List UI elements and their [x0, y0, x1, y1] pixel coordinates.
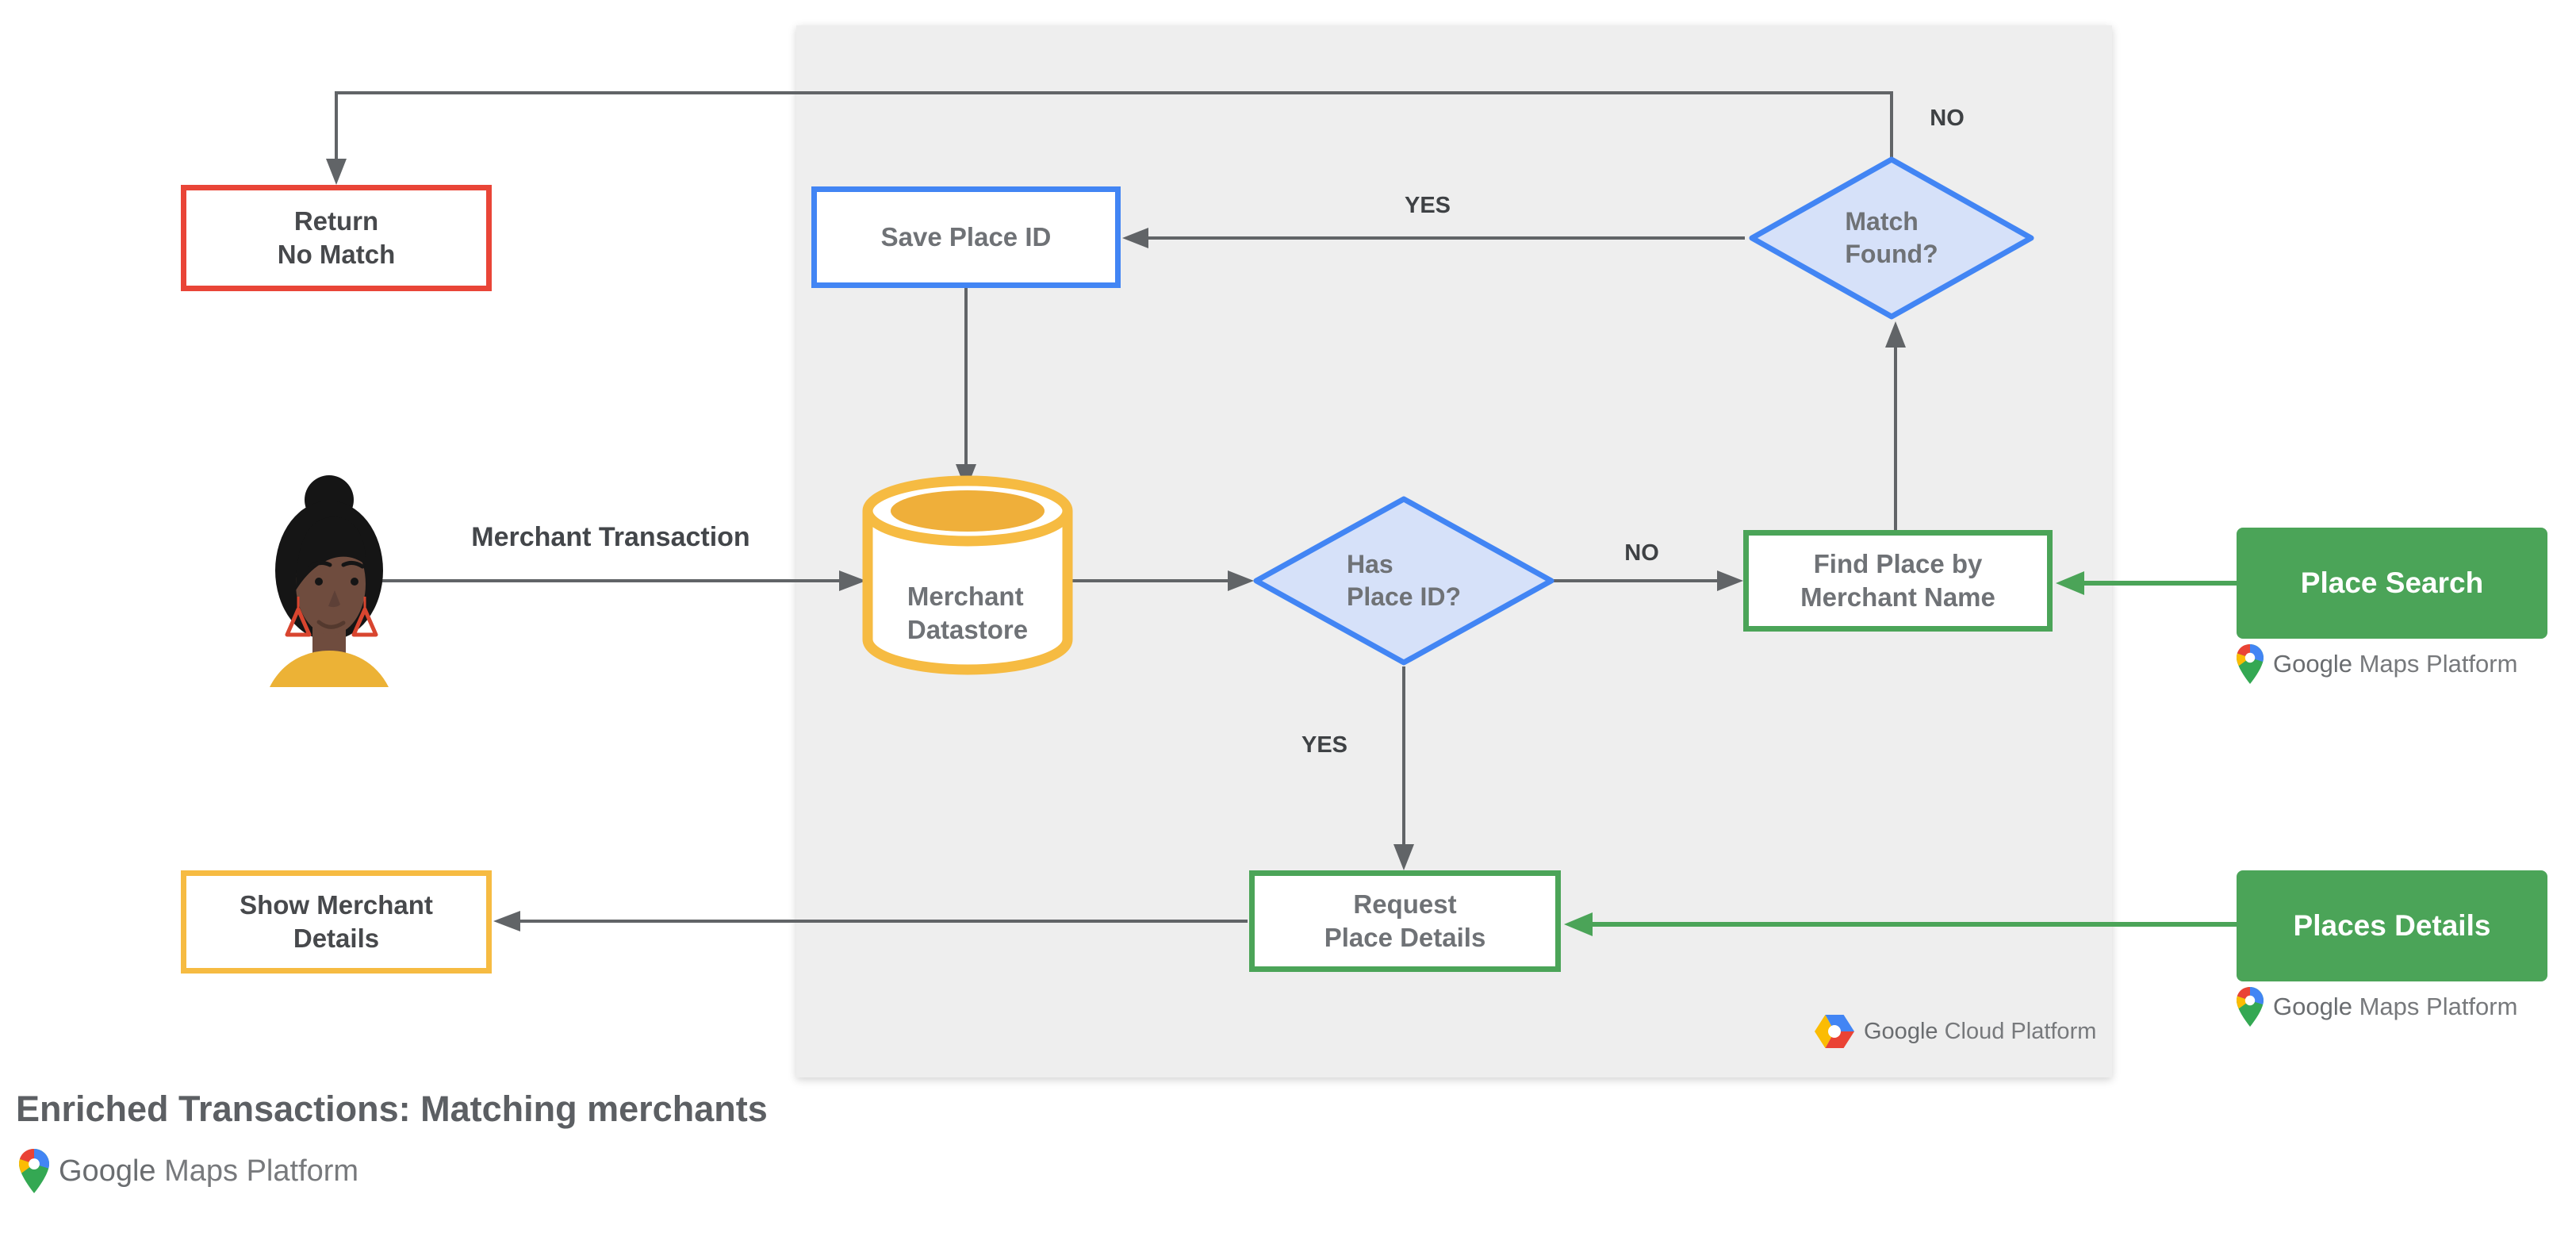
node-merchant-datastore: Merchant Datastore — [861, 474, 1075, 686]
maps-platform-logo-places-details: Google Maps Platform — [2237, 987, 2517, 1027]
node-find-place-by-merchant-name: Find Place by Merchant Name — [1743, 530, 2053, 632]
node-return-no-match: Return No Match — [181, 185, 492, 291]
place-search-label: Place Search — [2300, 566, 2484, 600]
database-cylinder-icon — [862, 475, 1073, 675]
edge-findplace-to-matchfound — [1885, 321, 1906, 530]
node-return-no-match-label: Return No Match — [277, 205, 396, 269]
maps-platform-wordmark: Google Maps Platform — [59, 1154, 359, 1188]
edge-merchant-transaction — [361, 570, 866, 591]
cloud-platform-wordmark: Google Cloud Platform — [1864, 1018, 2097, 1044]
edge-label-match-found-no: NO — [1930, 106, 1965, 131]
edge-matchfound-yes-to-saveplaceid — [1122, 228, 1745, 248]
maps-platform-logo-place-search: Google Maps Platform — [2237, 644, 2517, 684]
edge-label-merchant-transaction: Merchant Transaction — [471, 522, 750, 552]
diamond-shape — [1749, 156, 2034, 320]
places-details-api-chip: Places Details — [2237, 870, 2547, 981]
decision-match-found: Match Found? — [1749, 156, 2034, 320]
edge-label-has-place-id-yes: YES — [1301, 732, 1348, 758]
edge-placesdetails-to-request — [1564, 912, 2238, 936]
google-maps-pin-icon — [2237, 987, 2264, 1027]
google-cloud-hexagon-icon — [1815, 1015, 1854, 1048]
edge-label-has-place-id-no: NO — [1624, 540, 1659, 566]
decision-has-place-id-label: Has Place ID? — [1346, 550, 1462, 611]
node-merchant-datastore-label: Merchant Datastore — [907, 581, 1029, 644]
cloud-platform-logo: Google Cloud Platform — [1815, 1014, 2096, 1049]
decision-has-place-id: Has Place ID? — [1253, 496, 1554, 666]
google-maps-pin-icon — [2237, 644, 2264, 684]
decision-match-found-label: Match Found? — [1845, 207, 1938, 268]
place-search-api-chip: Place Search — [2237, 528, 2547, 639]
diagram-title: Enriched Transactions: Matching merchant… — [16, 1089, 768, 1129]
woman-avatar-icon — [270, 475, 389, 687]
places-details-label: Places Details — [2293, 909, 2491, 943]
node-request-place-details-label: Request Place Details — [1324, 889, 1486, 952]
edge-hasplaceid-no-to-findplace — [1553, 570, 1743, 591]
node-find-place-label: Find Place by Merchant Name — [1800, 548, 1995, 612]
maps-platform-logo-footer: Google Maps Platform — [19, 1149, 358, 1193]
edge-placesearch-to-findplace — [2056, 571, 2238, 595]
edge-datastore-to-hasplaceid — [1072, 570, 1254, 591]
edge-saveplaceid-to-datastore — [956, 288, 976, 490]
node-request-place-details: Request Place Details — [1249, 870, 1561, 972]
node-show-merchant-details-label: Show Merchant Details — [240, 889, 433, 953]
node-save-place-id-label: Save Place ID — [880, 221, 1052, 252]
maps-platform-wordmark: Google Maps Platform — [2273, 650, 2518, 678]
edge-matchfound-no-to-return — [326, 91, 1893, 185]
diamond-shape — [1253, 496, 1554, 666]
maps-platform-wordmark: Google Maps Platform — [2273, 993, 2518, 1020]
edge-label-match-found-yes: YES — [1404, 193, 1451, 218]
user-avatar — [266, 471, 392, 687]
node-save-place-id: Save Place ID — [811, 186, 1121, 288]
google-maps-pin-icon — [19, 1149, 49, 1193]
edge-request-to-showmerchant — [493, 911, 1248, 931]
node-show-merchant-details: Show Merchant Details — [181, 870, 492, 974]
edge-hasplaceid-yes-to-request — [1393, 666, 1414, 870]
